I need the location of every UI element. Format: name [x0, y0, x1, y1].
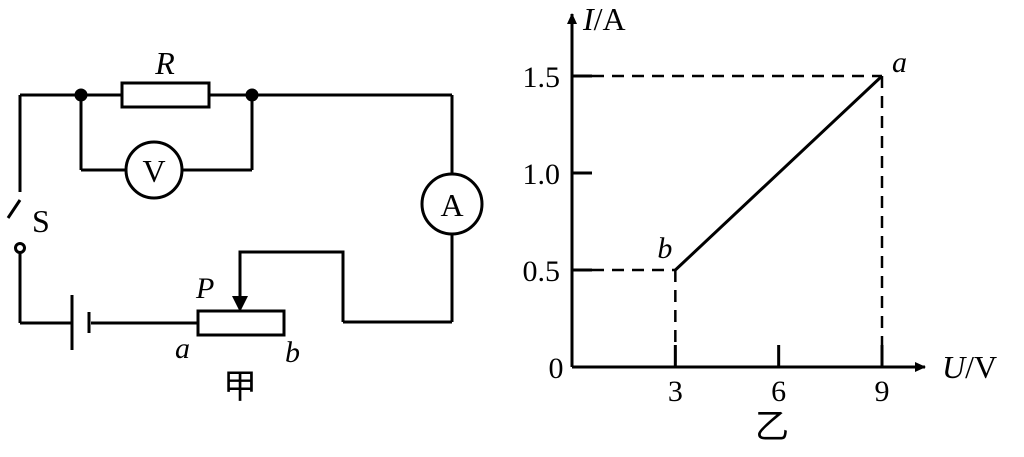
voltmeter-label: V [142, 153, 165, 189]
slider-arrow-icon [232, 296, 248, 312]
x-axis-title: U/V [942, 349, 997, 385]
point-a-label: a [892, 46, 907, 79]
x-axis-unit: /V [965, 349, 997, 385]
y-tick-label: 1.5 [523, 61, 561, 94]
x-tick-label: 6 [771, 375, 786, 408]
origin-label: 0 [549, 352, 564, 385]
point-b-label: b [657, 232, 672, 265]
slider-wire [238, 250, 345, 322]
y-axis-var: I [582, 1, 595, 37]
rheostat-end-a: a [175, 332, 190, 365]
switch-label: S [32, 203, 50, 239]
y-axis-unit: /A [594, 1, 626, 37]
circuit-caption: 甲 [223, 367, 257, 407]
y-tick-label: 1.0 [523, 158, 561, 191]
y-tick-label: 0.5 [523, 255, 561, 288]
rheostat [196, 309, 286, 337]
circuit-diagram [6, 81, 484, 350]
x-tick-label: 3 [668, 375, 683, 408]
switch-blade [6, 199, 22, 219]
x-tick-label: 9 [875, 375, 890, 408]
iu-graph: 3 6 9 0.5 1.0 1.5 b a [523, 13, 926, 408]
slider-label: P [195, 272, 214, 305]
iu-line [674, 74, 884, 272]
graph-caption: 乙 [755, 407, 789, 447]
y-axis-title: I/A [582, 1, 626, 37]
ammeter-label: A [440, 187, 463, 223]
switch-contact [14, 242, 26, 254]
x-axis-var: U [942, 349, 967, 385]
resistor-r [120, 81, 211, 109]
rheostat-end-b: b [285, 336, 300, 369]
resistor-label: R [154, 45, 175, 81]
